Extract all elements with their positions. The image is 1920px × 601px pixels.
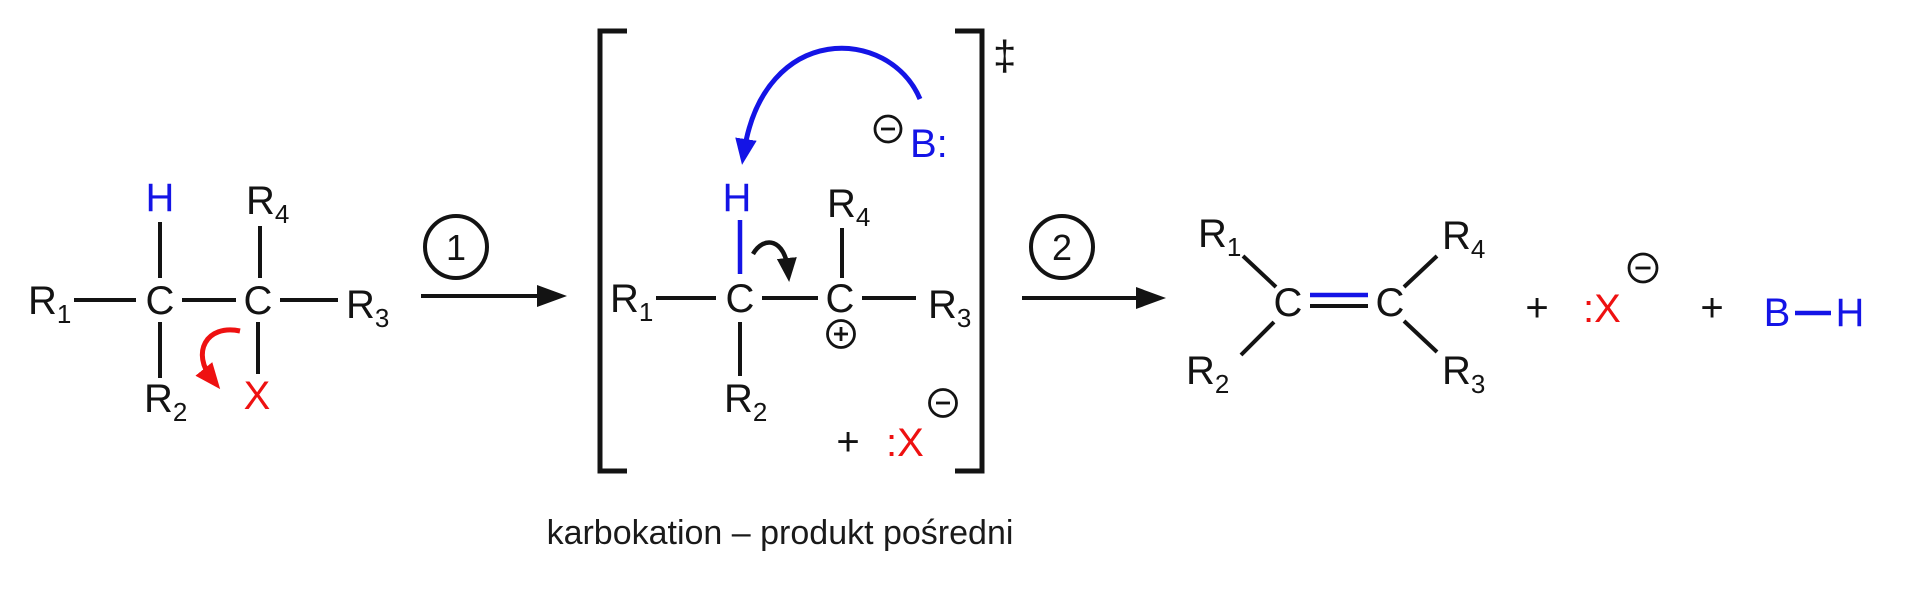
double-dagger-symbol: ‡: [993, 32, 1016, 79]
product-r4-label: R4: [1442, 214, 1485, 264]
product-halide-anion: :X: [1583, 287, 1621, 331]
minus-charge-icon-base: [873, 114, 903, 144]
reactant-leaving-group: X: [244, 374, 271, 418]
minus-charge-icon-product-halide: [1627, 252, 1659, 284]
step-2-number: 2: [1052, 227, 1072, 268]
step-2-arrowhead-icon: [1136, 287, 1166, 309]
products: R1 R2 C C R4 R3 + :X + B H: [1186, 212, 1864, 399]
electron-push-arrow-ch-bond: [751, 240, 797, 282]
step-1-number-circle: [423, 214, 489, 280]
reactant-c2-label: C: [244, 279, 273, 323]
reactant-r3-label: R3: [346, 283, 389, 333]
intermediate-c2-label: C: [826, 277, 855, 321]
product-r3-c2-bond: [1402, 319, 1439, 354]
reactant-structure: H R4 R1 C C R3 R2 X: [28, 176, 389, 427]
intermediate-c1-label: C: [726, 277, 755, 321]
product-c2-label: C: [1376, 281, 1405, 325]
minus-charge-icon-halide: [928, 388, 958, 418]
intermediate-caption: karbokation – produkt pośredni: [547, 514, 1014, 552]
left-bracket: [597, 28, 627, 474]
step-2: 2: [1022, 214, 1166, 309]
product-r1-label: R1: [1198, 212, 1241, 262]
products-plus-sign-1: +: [1525, 286, 1548, 330]
product-c1-label: C: [1274, 281, 1303, 325]
step-1-arrowhead-icon: [537, 285, 567, 307]
product-protonated-base-b: B: [1764, 291, 1791, 335]
reactant-r2-label: R2: [144, 377, 187, 427]
plus-charge-icon-carbocation: [826, 319, 856, 349]
step-1: 1: [421, 214, 567, 307]
step-2-number-circle: [1029, 214, 1095, 280]
intermediate-structure: ‡ B: H R4 R1 C C R3 R2 + :X k: [547, 28, 1016, 552]
intermediate-r2-label: R2: [724, 377, 767, 427]
intermediate-r4-label: R4: [827, 182, 870, 232]
intermediate-plus-sign: +: [836, 420, 859, 464]
reactant-r4-label: R4: [246, 179, 289, 229]
intermediate-r3-label: R3: [928, 283, 971, 333]
product-r2-c1-bond: [1239, 320, 1276, 357]
product-r4-c2-bond: [1402, 254, 1439, 289]
base-attack-arrow: [735, 45, 923, 165]
product-r1-c1-bond: [1241, 254, 1278, 289]
product-r2-label: R2: [1186, 349, 1229, 399]
product-protonated-base-h: H: [1836, 291, 1865, 335]
products-plus-sign-2: +: [1700, 286, 1723, 330]
electron-push-arrow-leaving-group: [195, 327, 241, 390]
reactant-beta-hydrogen: H: [146, 176, 175, 220]
reactant-r1-label: R1: [28, 279, 71, 329]
product-r3-label: R3: [1442, 349, 1485, 399]
intermediate-r1-label: R1: [610, 277, 653, 327]
base-label: B:: [910, 122, 948, 166]
right-bracket: [955, 28, 985, 474]
intermediate-beta-hydrogen: H: [723, 176, 752, 220]
reactant-c1-label: C: [146, 279, 175, 323]
step-1-number: 1: [446, 227, 466, 268]
intermediate-halide-anion: :X: [886, 421, 924, 465]
